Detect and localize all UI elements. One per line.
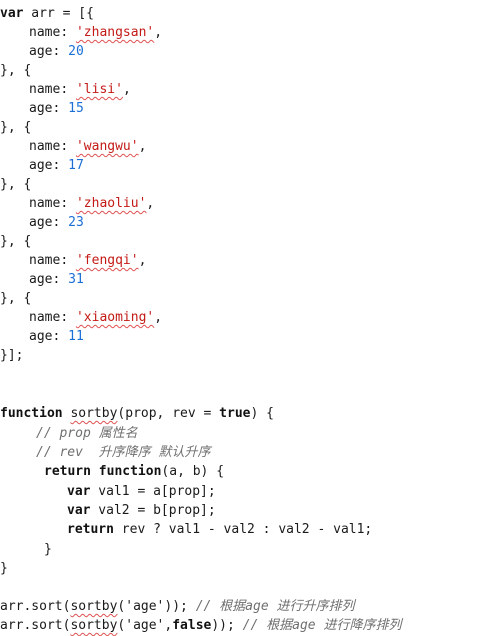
code-line-val2: var val2 = b[prop]; [67,501,216,520]
keyword-function: function [98,464,162,479]
keyword-false: false [172,618,212,633]
property-key: name [29,253,61,268]
property-key: name [29,196,61,211]
keyword-var: var [67,503,91,518]
property-key: age [29,329,53,344]
inner-signature: (a, b) { [161,464,225,479]
code-line-name: name: 'zhangsan', [29,25,163,40]
val1-text: val1 = a[prop]; [90,484,216,499]
property-key: name [29,25,61,40]
code-line-sort-asc: arr.sort(sortby('age')); // 根据age 进行升序排列 [0,597,355,616]
string-value: 'lisi' [75,82,123,97]
number-value: 23 [68,215,84,230]
keyword-true: true [219,406,251,421]
property-key: age [29,158,53,173]
return-expression: rev ? val1 - val2 : val2 - val1; [113,522,373,537]
call-args: ('age')); [117,599,196,614]
code-line-sort-desc: arr.sort(sortby('age',false)); // 根据age … [0,616,401,635]
code-line-name: name: 'xiaoming', [29,310,163,325]
code-line-age: age: 11 [29,329,84,344]
code-line-array-close: }]; [0,348,24,363]
code-line-function-decl: function sortby(prop, rev = true) { [0,404,274,423]
code-line-name: name: 'zhaoliu', [29,196,155,211]
keyword-return: return [67,522,114,537]
code-line-arr-decl: var arr = [{ [0,4,94,23]
keyword-function: function [0,406,63,421]
number-value: 31 [68,272,84,287]
call-args: ('age', [117,618,173,633]
keyword-var: var [0,6,24,21]
string-value: 'zhangsan' [75,25,155,40]
string-value: 'zhaoliu' [75,196,147,211]
code-line-return-expr: return rev ? val1 - val2 : val2 - val1; [67,520,372,539]
property-key: age [29,272,53,287]
params-text: (prop, rev = [117,406,220,421]
keyword-var: var [67,484,91,499]
number-value: 20 [68,44,84,59]
code-line-age: age: 20 [29,44,84,59]
code-line-separator: }, { [0,120,32,135]
code-line-val1: var val1 = a[prop]; [67,482,216,501]
property-key: age [29,215,53,230]
code-line-separator: }, { [0,234,32,249]
code-line-inner-close: } [44,542,52,557]
code-comment-prop: // prop 属性名 [36,426,138,441]
comment-asc: // 根据age 进行升序排列 [195,599,355,614]
string-value: 'xiaoming' [75,310,155,325]
code-line-outer-close: } [0,561,8,576]
string-value: 'wangwu' [75,139,139,154]
code-line-separator: }, { [0,177,32,192]
code-line-return-function: return function(a, b) { [44,462,224,481]
call-prefix: arr.sort( [0,599,71,614]
string-value: 'fengqi' [75,253,139,268]
number-value: 15 [68,101,84,116]
function-name: sortby [70,618,118,633]
call-close: )); [211,618,243,633]
code-line-age: age: 15 [29,101,84,116]
keyword-return: return [44,464,91,479]
property-key: name [29,82,61,97]
code-comment-rev: // rev 升序降序 默认升序 [36,445,211,460]
number-value: 17 [68,158,84,173]
code-line-name: name: 'lisi', [29,82,131,97]
val2-text: val2 = b[prop]; [90,503,216,518]
code-line-age: age: 17 [29,158,84,173]
params-close: ) { [250,406,274,421]
number-value: 11 [68,329,84,344]
property-key: name [29,139,61,154]
code-line-age: age: 23 [29,215,84,230]
call-prefix: arr.sort( [0,618,71,633]
property-key: age [29,101,53,116]
comment-desc: // 根据age 进行降序排列 [242,618,402,633]
code-line-name: name: 'wangwu', [29,139,147,154]
function-name: sortby [70,406,118,421]
property-key: age [29,44,53,59]
property-key: name [29,310,61,325]
code-line-separator: }, { [0,291,32,306]
function-name: sortby [70,599,118,614]
code-line-separator: }, { [0,63,32,78]
code-line-age: age: 31 [29,272,84,287]
code-line-name: name: 'fengqi', [29,253,147,268]
arr-decl-text: arr = [{ [23,6,94,21]
